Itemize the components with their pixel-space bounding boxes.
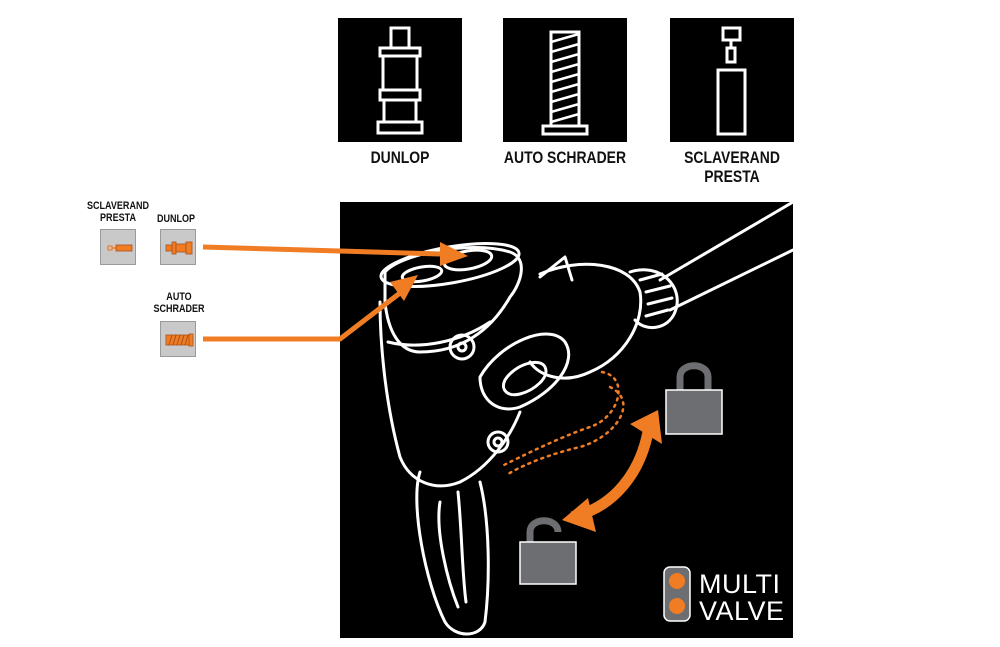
auto-schrader-thumbnail [160, 321, 196, 357]
sclaverand-presta-valve-icon [716, 26, 747, 136]
dunlop-valve-icon [376, 26, 424, 135]
auto-schrader-valve-card [503, 18, 627, 142]
input-label-auto-schrader: AUTO SCHRADER [153, 291, 205, 315]
presta-valve-small-icon [107, 244, 133, 252]
valve-label-dunlop: DUNLOP [370, 148, 430, 167]
schrader-valve-small-icon [165, 333, 194, 347]
input-label-sclaverand-presta: SCLAVERAND PRESTA [87, 200, 149, 224]
multi-valve-line1: MULTI [699, 569, 781, 599]
dunlop-valve-card [338, 18, 462, 142]
valve-label-auto-schrader: AUTO SCHRADER [503, 148, 627, 167]
multi-valve-badge-icon [663, 566, 691, 622]
sclaverand-presta-valve-card [670, 18, 794, 142]
dunlop-valve-small-icon [165, 241, 193, 255]
multi-valve-line2: VALVE [699, 596, 785, 626]
presta-thumbnail [100, 229, 136, 265]
dunlop-thumbnail [160, 229, 196, 265]
locked-padlock-icon [665, 362, 723, 435]
pump-head-illustration [378, 202, 793, 636]
valve-label-sclaverand-presta: SCLAVERAND PRESTA [684, 148, 780, 186]
pump-head-panel [340, 202, 793, 638]
input-label-dunlop: DUNLOP [156, 213, 196, 225]
auto-schrader-valve-icon [541, 30, 589, 136]
unlocked-padlock-icon [519, 517, 577, 585]
